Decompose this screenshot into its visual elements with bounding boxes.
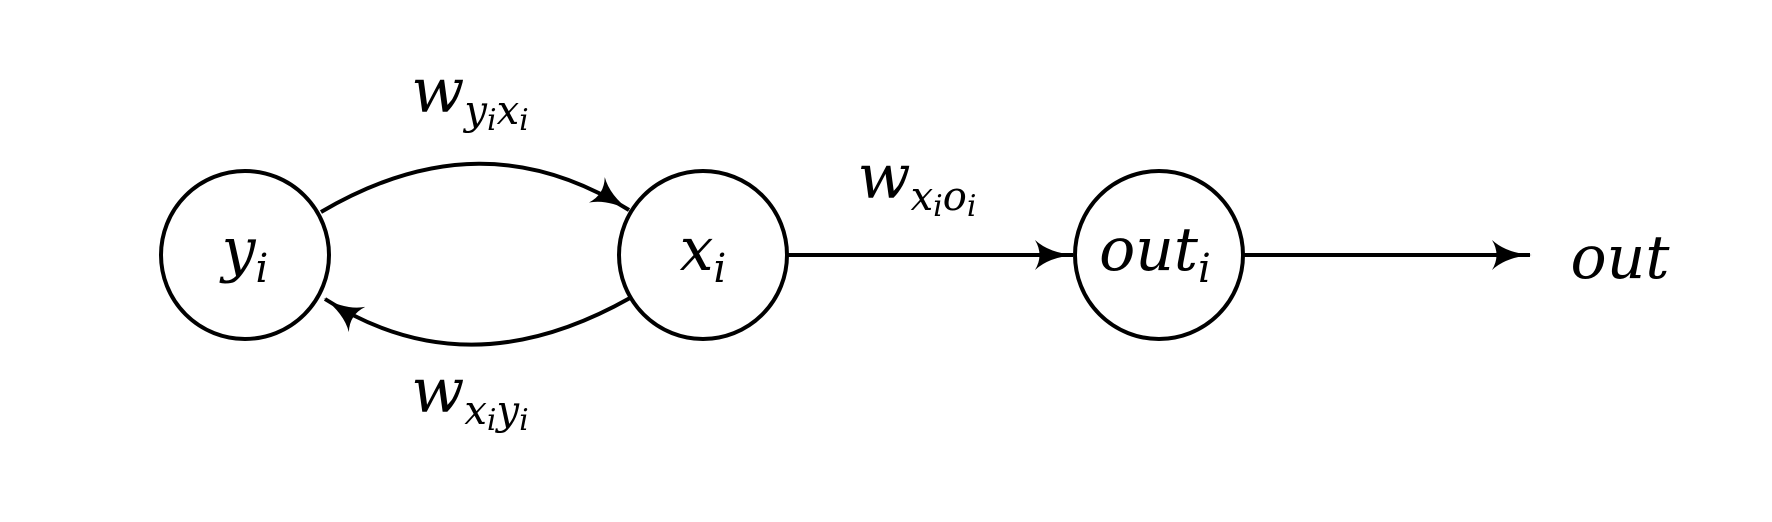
weight-sub2: x <box>497 88 520 134</box>
node-x-label: xi <box>680 215 727 292</box>
weight-base: w <box>411 354 464 427</box>
node-out-i-sub: i <box>1198 246 1211 292</box>
weight-sub1: x <box>464 388 487 434</box>
weight-sub2: y <box>495 388 521 434</box>
output-label: out <box>1571 223 1671 293</box>
node-out-i-label: outi <box>1099 215 1211 292</box>
weight-sub2-sub: i <box>967 189 977 224</box>
node-y-circle <box>159 169 331 341</box>
weight-sub1-sub: i <box>487 403 497 438</box>
node-x-sub: i <box>714 246 727 292</box>
node-y-label: yi <box>219 215 269 292</box>
weight-sub1: y <box>462 88 488 134</box>
weight-sub1-sub: i <box>487 103 497 138</box>
weight-sub2-sub: i <box>519 103 529 138</box>
edge-x-to-y-label: wxiyi <box>411 354 528 438</box>
node-y-sub: i <box>256 246 269 292</box>
edge-y-to-x-label: wyixi <box>411 54 528 138</box>
weight-base: w <box>858 140 911 213</box>
edge-x-to-y <box>323 296 631 347</box>
weight-sub1: x <box>911 174 934 220</box>
edge-y-to-x <box>319 161 631 214</box>
weight-base: w <box>411 54 464 127</box>
node-out-i-base: out <box>1099 215 1199 285</box>
node-x-base: x <box>680 215 714 285</box>
weight-sub2: o <box>943 174 967 220</box>
node-y-base: y <box>219 215 257 285</box>
weight-sub2-sub: i <box>519 403 529 438</box>
weight-sub1-sub: i <box>933 189 943 224</box>
edge-x-to-out-label: wxioi <box>858 140 977 224</box>
